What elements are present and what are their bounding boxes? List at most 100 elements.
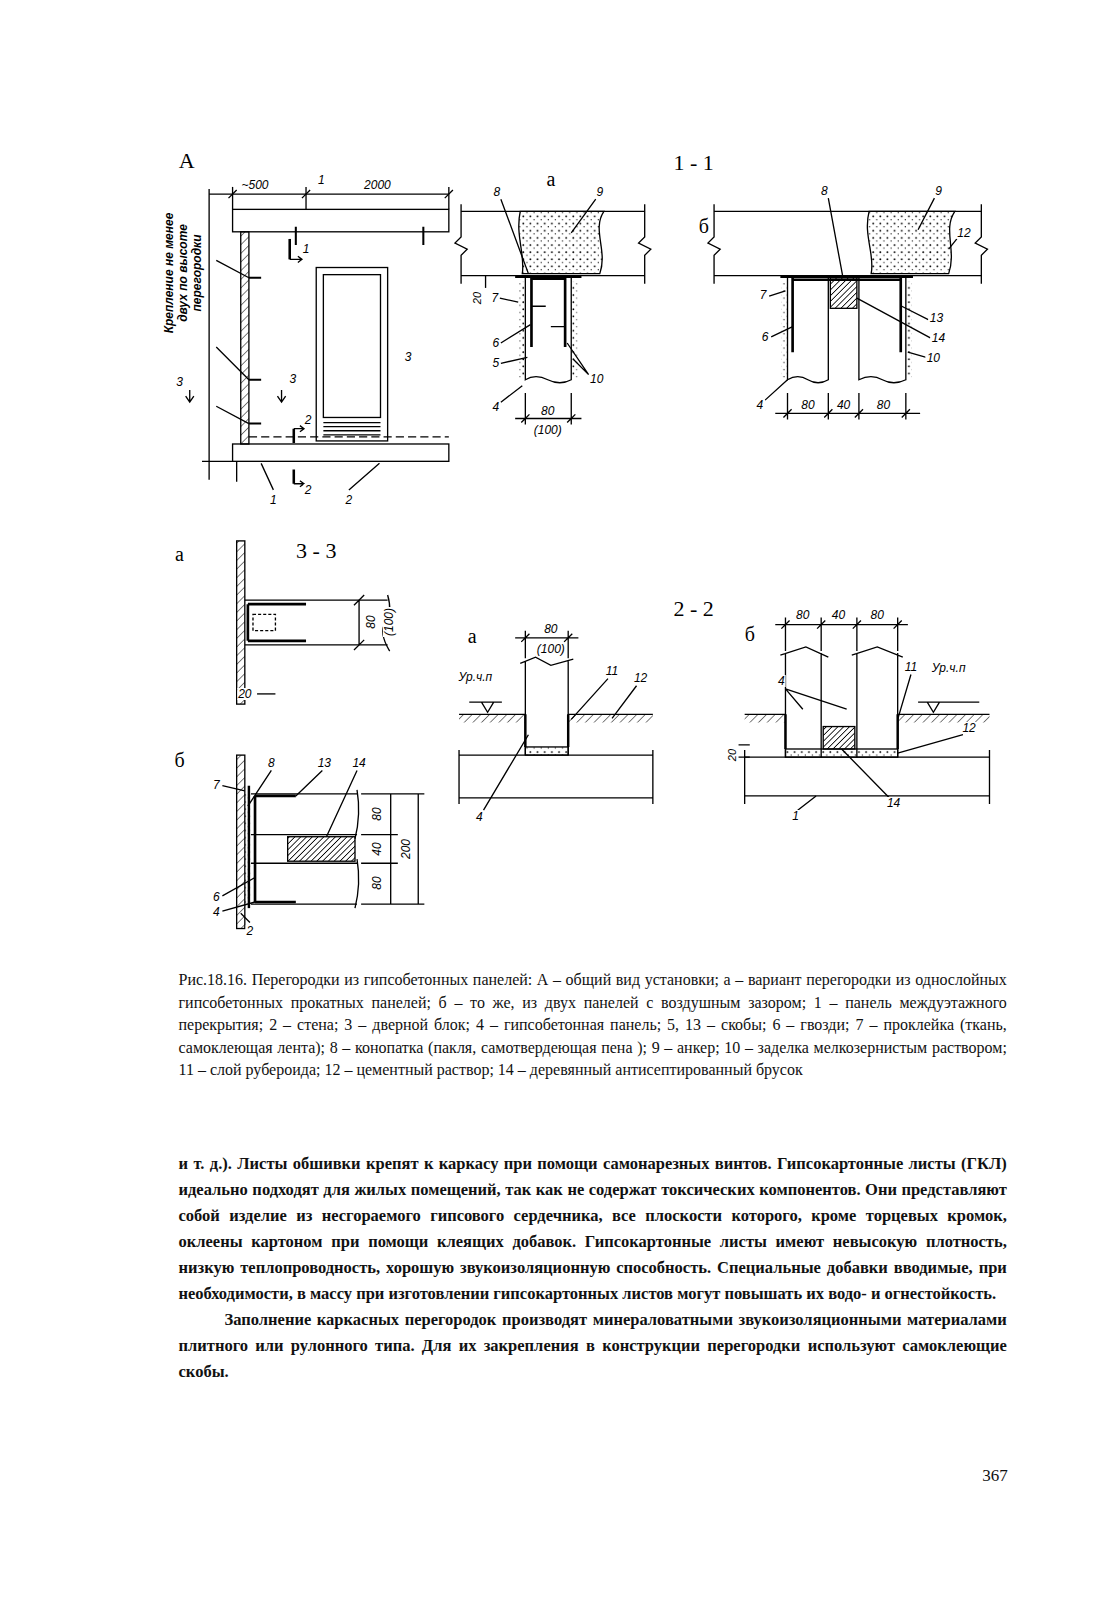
drawing-stroke: [293, 429, 296, 484]
drawing-stroke: [245, 600, 388, 645]
drawing-stroke: [237, 755, 245, 928]
drawing-stroke: [745, 714, 786, 722]
callout-number: 3: [288, 373, 297, 385]
drawing-stroke: [277, 390, 285, 402]
callout-number: 2: [304, 484, 313, 496]
callout-number: 8: [492, 186, 501, 198]
callout-number: 13: [929, 312, 944, 324]
callout-number: (100): [383, 607, 395, 637]
drawing-stroke: [448, 187, 449, 209]
drawing-stroke: [568, 714, 653, 722]
drawing-stroke: [520, 657, 573, 755]
drawing-stroke: [531, 278, 565, 347]
callout-number: 80: [371, 806, 383, 821]
drawing-stroke: [484, 679, 637, 811]
callout-number: 40: [836, 399, 851, 411]
drawing-stroke: [233, 209, 449, 231]
drawing-stroke: [739, 745, 750, 757]
drawing-stroke: [229, 190, 453, 198]
drawing-stroke: [785, 714, 897, 749]
note-text: Крепление не менее двух по высоте перего…: [163, 208, 204, 338]
section-1-1-a: [455, 199, 651, 424]
drawing-stroke: [525, 276, 571, 383]
drawing-stroke: [500, 199, 596, 402]
callout-number: 10: [589, 373, 604, 385]
drawing-stroke: [455, 204, 651, 284]
callout-number: 20: [237, 688, 252, 700]
drawing-stroke: [485, 276, 486, 288]
drawing-stroke: [233, 444, 449, 461]
drawing-stroke: [251, 794, 357, 904]
drawing-stroke: [245, 794, 251, 904]
drawing-stroke: [323, 423, 380, 435]
section-title: А: [178, 150, 196, 172]
callout-number: 1: [269, 494, 278, 506]
section-2-2-b: [739, 617, 990, 810]
drawing-stroke: [208, 189, 209, 480]
drawing-stroke: [907, 282, 912, 378]
callout-number: 3: [175, 376, 184, 388]
drawing-stroke: [202, 461, 237, 481]
callout-number: 4: [491, 401, 500, 413]
drawing-stroke: [459, 714, 525, 722]
drawing-stroke: [531, 306, 565, 326]
callout-number: 4: [777, 675, 786, 687]
callout-number: ~500: [241, 179, 270, 191]
section-2-2-a: [459, 631, 653, 811]
callout-number: 1: [302, 243, 311, 255]
callout-number: 2: [304, 414, 313, 426]
callout-number: 3: [404, 351, 413, 363]
callout-number: 4: [756, 399, 765, 411]
drawing-stroke: [305, 187, 306, 209]
drawing-stroke: [232, 187, 233, 209]
callout-number: 80: [543, 623, 558, 635]
drawing-stroke: [515, 275, 581, 277]
drawing-stroke: [788, 276, 906, 383]
callout-number: 8: [267, 757, 276, 769]
page-number: 367: [982, 1466, 1008, 1486]
callout-number: 9: [595, 186, 604, 198]
callout-number: 7: [490, 292, 499, 304]
drawing-stroke: [222, 770, 357, 922]
section-title: а: [174, 544, 185, 564]
callout-number: 13: [317, 757, 332, 769]
drawing-stroke: [186, 390, 194, 402]
drawing-stroke: [288, 837, 355, 861]
drawing-stroke: [469, 702, 502, 712]
drawing-stroke: [785, 675, 962, 811]
drawing-stroke: [209, 193, 449, 194]
callout-number: (100): [533, 424, 563, 436]
callout-number: 12: [633, 672, 648, 684]
callout-number: 20: [727, 748, 738, 762]
callout-number: 2000: [363, 179, 392, 191]
callout-number: 40: [831, 609, 846, 621]
drawing-stroke: [525, 747, 568, 755]
drawing-stroke: [780, 647, 902, 757]
drawing-stroke: [775, 617, 908, 651]
drawing-stroke: [714, 211, 981, 275]
drawing-stroke: [793, 278, 901, 352]
callout-number: 14: [351, 757, 366, 769]
callout-number: 11: [605, 665, 619, 677]
callout-number: Ур.ч.п: [458, 671, 494, 683]
body-paragraph: и т. д.). Листы обшивки крепят к каркасу…: [179, 1151, 1007, 1307]
callout-number: 5: [491, 357, 500, 369]
callout-number: 6: [761, 331, 770, 343]
drawing-stroke: [361, 794, 424, 904]
section-title: б: [173, 750, 185, 770]
section-3-3-b: [222, 755, 424, 928]
section-title: 2 - 2: [672, 598, 714, 620]
callout-number: 14: [931, 332, 946, 344]
callout-number: 200: [400, 838, 412, 860]
drawing-stroke: [294, 426, 304, 487]
callout-number: 80: [876, 399, 891, 411]
callout-number: 2: [246, 925, 255, 937]
figure-caption: Рис.18.16. Перегородки из гипсобетонных …: [179, 969, 1007, 1082]
callout-number: 14: [886, 797, 901, 809]
section-1-1-b: [708, 198, 988, 419]
drawing-stroke: [515, 393, 581, 425]
callout-number: 7: [212, 779, 221, 791]
callout-number: (100): [536, 643, 566, 655]
drawing-stroke: [830, 278, 857, 309]
